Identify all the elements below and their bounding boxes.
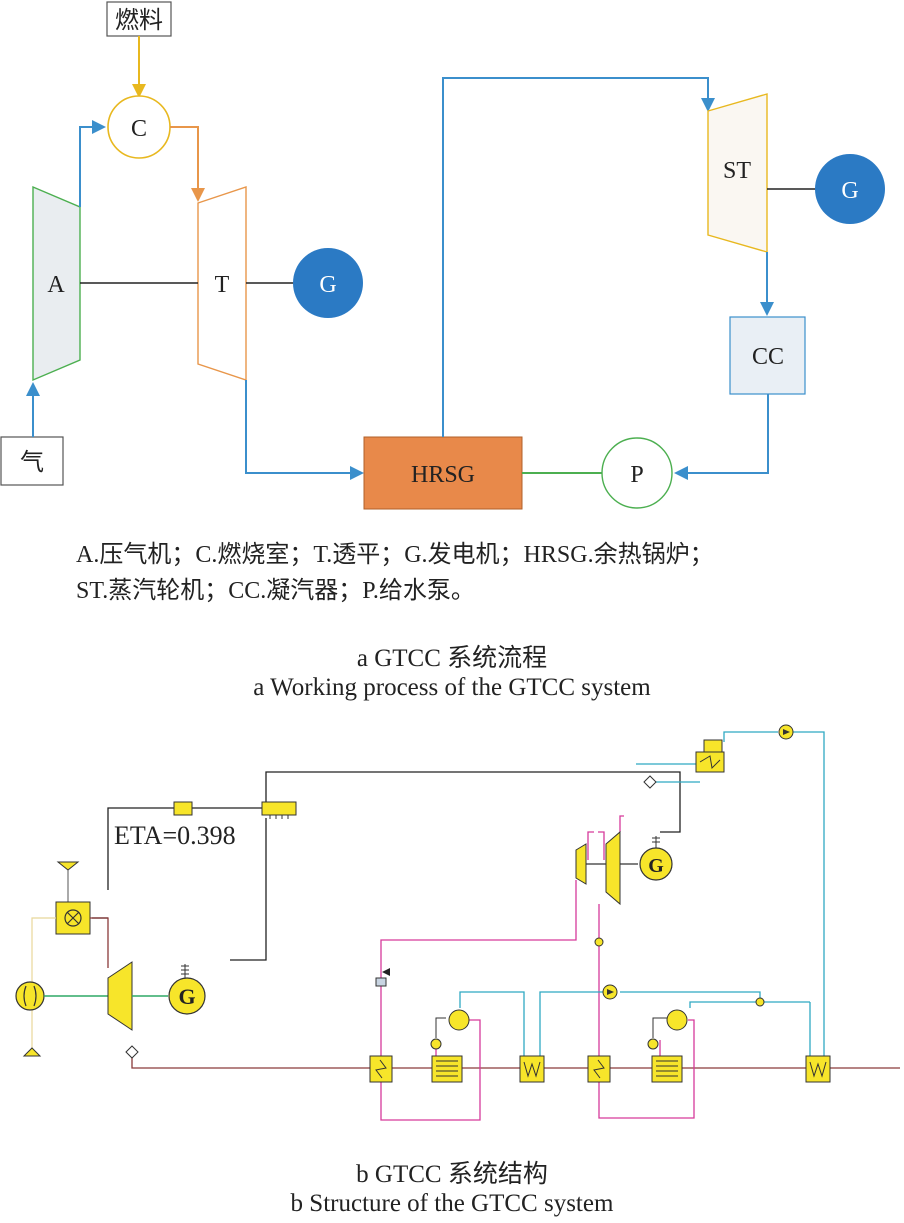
st-generator-b: G <box>639 836 673 881</box>
st-hp-section <box>575 843 587 885</box>
gt-generator-label: G <box>319 272 336 298</box>
gt-generator-b-label: G <box>178 984 195 1009</box>
caption-b-en: b Structure of the GTCC system <box>290 1190 614 1217</box>
exhaust-line <box>245 380 364 480</box>
st-generator-label: G <box>841 178 858 204</box>
hrsg: HRSG <box>363 436 523 510</box>
eta-sensor <box>173 801 193 816</box>
signal-lines <box>92 771 681 961</box>
turbine: T <box>197 186 247 381</box>
fuel-source-icon <box>56 861 80 871</box>
steam-turbine-label: ST <box>723 158 751 184</box>
economizer-2 <box>805 1055 831 1083</box>
caption-a-cn: a GTCC 系统流程 <box>356 645 548 672</box>
control-valve-icon <box>375 968 390 987</box>
st-drain-node <box>594 937 604 947</box>
drum-1 <box>430 1009 470 1050</box>
hot-gas-line <box>170 126 205 202</box>
circulation-pump-icon <box>602 984 618 1000</box>
eta-collector <box>261 801 297 819</box>
steam-line <box>442 77 715 437</box>
caption-a-en: a Working process of the GTCC system <box>253 674 651 701</box>
pump: P <box>601 437 673 509</box>
steam-lines <box>380 815 695 1121</box>
air-label: 气 <box>20 449 44 476</box>
air-source-icon <box>22 1047 42 1057</box>
eta-label: ETA=0.398 <box>114 821 236 850</box>
st-lp-section <box>605 830 621 906</box>
gt-generator-b: G <box>168 964 206 1015</box>
feed-pump-icon <box>778 724 794 740</box>
economizer-1 <box>519 1055 545 1083</box>
condenser-label: CC <box>752 344 784 370</box>
diagram-b: ETA=0.398 G <box>15 724 900 1121</box>
gas-line <box>90 917 109 968</box>
condenser-b <box>695 739 725 773</box>
drum-2 <box>647 1009 688 1050</box>
condensate-line <box>674 394 769 480</box>
turbine-label: T <box>215 272 230 298</box>
mixer-node <box>755 997 765 1007</box>
gas-turbine <box>107 961 133 1031</box>
caption-b-cn: b GTCC 系统结构 <box>356 1161 548 1188</box>
exhaust-main-line <box>131 1050 900 1069</box>
air-intake-icon <box>15 981 45 1011</box>
fuel-label: 燃料 <box>115 7 163 34</box>
diagram-a: 燃料 C A 气 T <box>0 1 885 510</box>
compressor-label: A <box>47 272 65 298</box>
water-valve-icon <box>643 775 657 789</box>
legend-line-2: ST.蒸汽轮机；CC.凝汽器；P.给水泵。 <box>76 578 475 604</box>
gt-generator: G <box>293 248 363 318</box>
legend-line-1: A.压气机；C.燃烧室；T.透平；G.发电机；HRSG.余热锅炉； <box>76 542 714 568</box>
hrsg-label: HRSG <box>411 462 475 488</box>
superheater-2 <box>587 1055 611 1083</box>
compressed-air-line <box>79 120 106 207</box>
air-box: 气 <box>0 436 64 486</box>
condenser: CC <box>729 316 806 395</box>
combustor-block <box>55 901 91 935</box>
steam-turbine: ST <box>707 93 768 253</box>
st-generator-b-label: G <box>648 855 664 877</box>
superheater-1 <box>369 1055 393 1083</box>
fuel-box: 燃料 <box>106 1 172 37</box>
evaporator-2 <box>651 1055 683 1083</box>
compressor: A <box>32 185 81 382</box>
water-lines <box>459 731 825 1056</box>
pump-label: P <box>630 462 643 488</box>
evaporator-1 <box>431 1055 463 1083</box>
combustor: C <box>107 95 171 159</box>
st-generator: G <box>815 154 885 224</box>
combustor-label: C <box>131 116 147 142</box>
exhaust-valve-icon <box>125 1045 139 1059</box>
